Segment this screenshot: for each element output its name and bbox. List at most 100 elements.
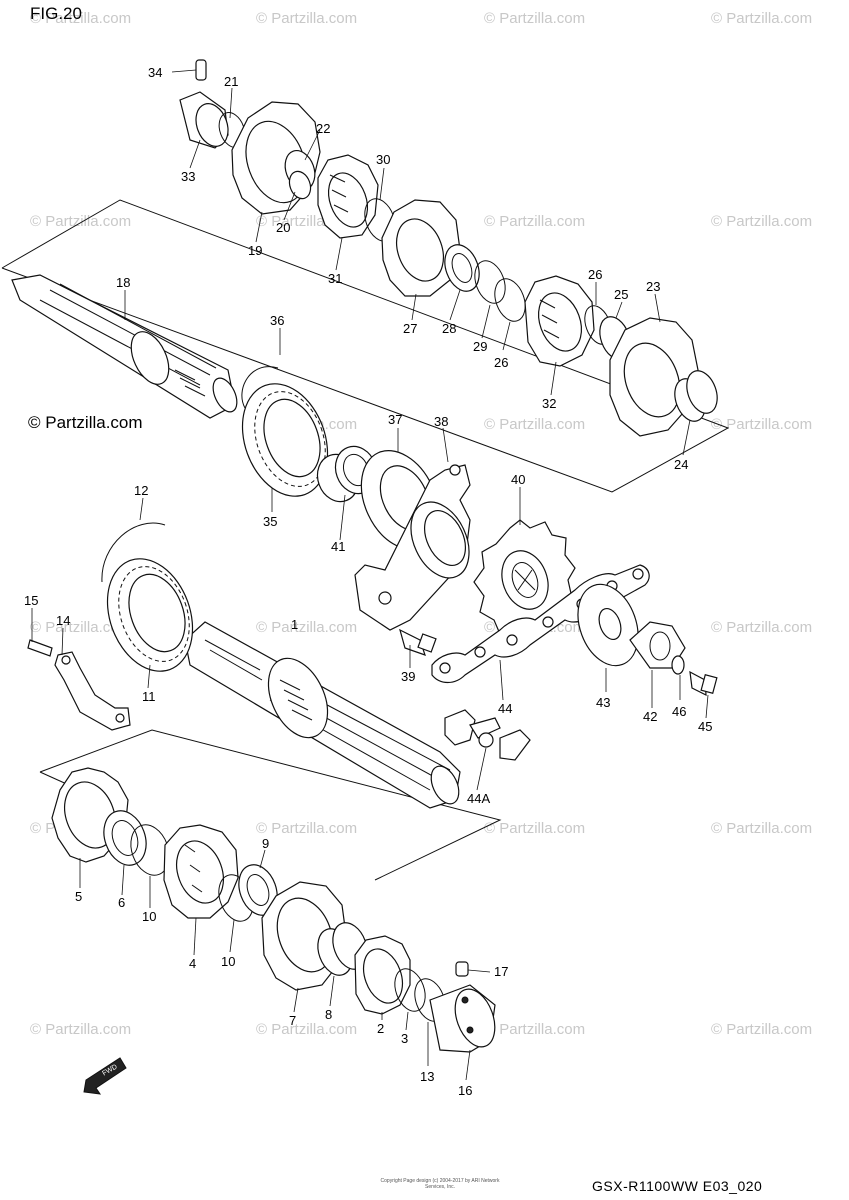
- watermark: © Partzilla.com: [711, 619, 813, 636]
- callout-22: 22: [316, 121, 331, 136]
- callout-42: 42: [643, 709, 658, 724]
- sprocket-40: [473, 519, 576, 637]
- circlip-26-a: [494, 278, 526, 322]
- forward-arrow-icon: [83, 1057, 127, 1095]
- watermark: © Partzilla.com: [256, 820, 358, 837]
- bolt-45: [689, 670, 718, 697]
- callout-8: 8: [325, 1007, 333, 1022]
- callout-10: 10: [221, 954, 236, 969]
- callout-18: 18: [116, 275, 131, 290]
- callout-26: 26: [494, 355, 509, 370]
- callout-17: 17: [494, 964, 509, 979]
- washer-3: [394, 968, 426, 1012]
- callout-34: 34: [148, 65, 163, 80]
- callout-21: 21: [224, 74, 239, 89]
- dowel-pin-34: [195, 59, 207, 81]
- brand-label: © Partzilla.com: [28, 413, 143, 432]
- callout-14: 14: [56, 613, 71, 628]
- gear-27: [381, 199, 461, 297]
- watermark: © Partzilla.com: [711, 1021, 813, 1038]
- watermark: © Partzilla.com: [30, 619, 132, 636]
- callout-26: 26: [588, 267, 603, 282]
- callout-46: 46: [672, 704, 687, 719]
- callout-30: 30: [376, 152, 391, 167]
- callout-7: 7: [289, 1013, 297, 1028]
- fine-print: Copyright Page design (c) 2004-2017 by A…: [380, 1178, 500, 1190]
- callout-31: 31: [328, 271, 343, 286]
- bearing-35: [241, 383, 329, 497]
- gear-4: [163, 824, 239, 919]
- callout-19: 19: [248, 243, 263, 258]
- spacer-16: [429, 984, 496, 1053]
- callout-10: 10: [142, 909, 157, 924]
- callout-41: 41: [331, 539, 346, 554]
- watermark: © Partzilla.com: [256, 10, 358, 27]
- countershaft-18: [11, 274, 238, 419]
- gear-23: [609, 317, 699, 437]
- bushing-24: [674, 370, 718, 422]
- circlip-12: [101, 522, 166, 583]
- watermark: © Partzilla.com: [711, 213, 813, 230]
- bushing-20: [288, 170, 312, 200]
- callout-32: 32: [542, 396, 557, 411]
- washer-43: [577, 583, 639, 667]
- callout-1: 1: [291, 617, 299, 632]
- callout-27: 27: [403, 321, 418, 336]
- bolt-39: [399, 628, 437, 656]
- callout-3: 3: [401, 1031, 409, 1046]
- callout-39: 39: [401, 669, 416, 684]
- callout-5: 5: [75, 889, 83, 904]
- bolt-15: [27, 639, 53, 657]
- bearing-retainer-14: [54, 651, 131, 731]
- callout-6: 6: [118, 895, 126, 910]
- callout-43: 43: [596, 695, 611, 710]
- spacer-33: [179, 91, 229, 149]
- callout-23: 23: [646, 279, 661, 294]
- callout-44a: 44A: [467, 791, 491, 806]
- watermark: © Partzilla.com: [30, 213, 132, 230]
- driveshaft-1: [184, 621, 461, 809]
- watermark: © Partzilla.com: [256, 619, 358, 636]
- bearing-28: [444, 244, 480, 292]
- callout-16: 16: [458, 1083, 473, 1098]
- gear-32: [524, 275, 595, 367]
- callout-25: 25: [614, 287, 629, 302]
- callout-24: 24: [674, 457, 689, 472]
- model-code: GSX-R1100WW E03_020: [592, 1178, 763, 1194]
- callout-44: 44: [498, 701, 513, 716]
- callout-36: 36: [270, 313, 285, 328]
- callout-28: 28: [442, 321, 457, 336]
- watermark: © Partzilla.com: [484, 213, 586, 230]
- callout-38: 38: [434, 414, 449, 429]
- watermark: © Partzilla.com: [30, 10, 132, 27]
- nut-42: [629, 621, 686, 669]
- lower-group-frame: [39, 729, 502, 881]
- seal-retainer-38: [354, 464, 471, 631]
- watermark: © Partzilla.com: [484, 10, 586, 27]
- washer-29: [474, 260, 506, 304]
- watermark: © Partzilla.com: [256, 1021, 358, 1038]
- watermark: © Partzilla.com: [484, 1021, 586, 1038]
- upper-group-frame: [1, 199, 730, 493]
- watermark: © Partzilla.com: [711, 10, 813, 27]
- callout-37: 37: [388, 412, 403, 427]
- circlip-36: [241, 366, 279, 409]
- callout-12: 12: [134, 483, 149, 498]
- callout-45: 45: [698, 719, 713, 734]
- watermark: © Partzilla.com: [484, 416, 586, 433]
- chain-joint-44A: [444, 709, 531, 761]
- watermark: © Partzilla.com: [30, 1021, 132, 1038]
- callout-29: 29: [473, 339, 488, 354]
- callout-13: 13: [420, 1069, 435, 1084]
- callout-4: 4: [189, 956, 197, 971]
- callout-20: 20: [276, 220, 291, 235]
- gear-2: [354, 935, 411, 1015]
- washer-6: [103, 810, 147, 866]
- figure-title: FIG.20: [30, 4, 82, 23]
- callout-15: 15: [24, 593, 39, 608]
- callout-11: 11: [142, 689, 156, 704]
- bearing-11: [106, 558, 194, 672]
- callout-9: 9: [262, 836, 270, 851]
- lock-washer-46: [671, 655, 685, 675]
